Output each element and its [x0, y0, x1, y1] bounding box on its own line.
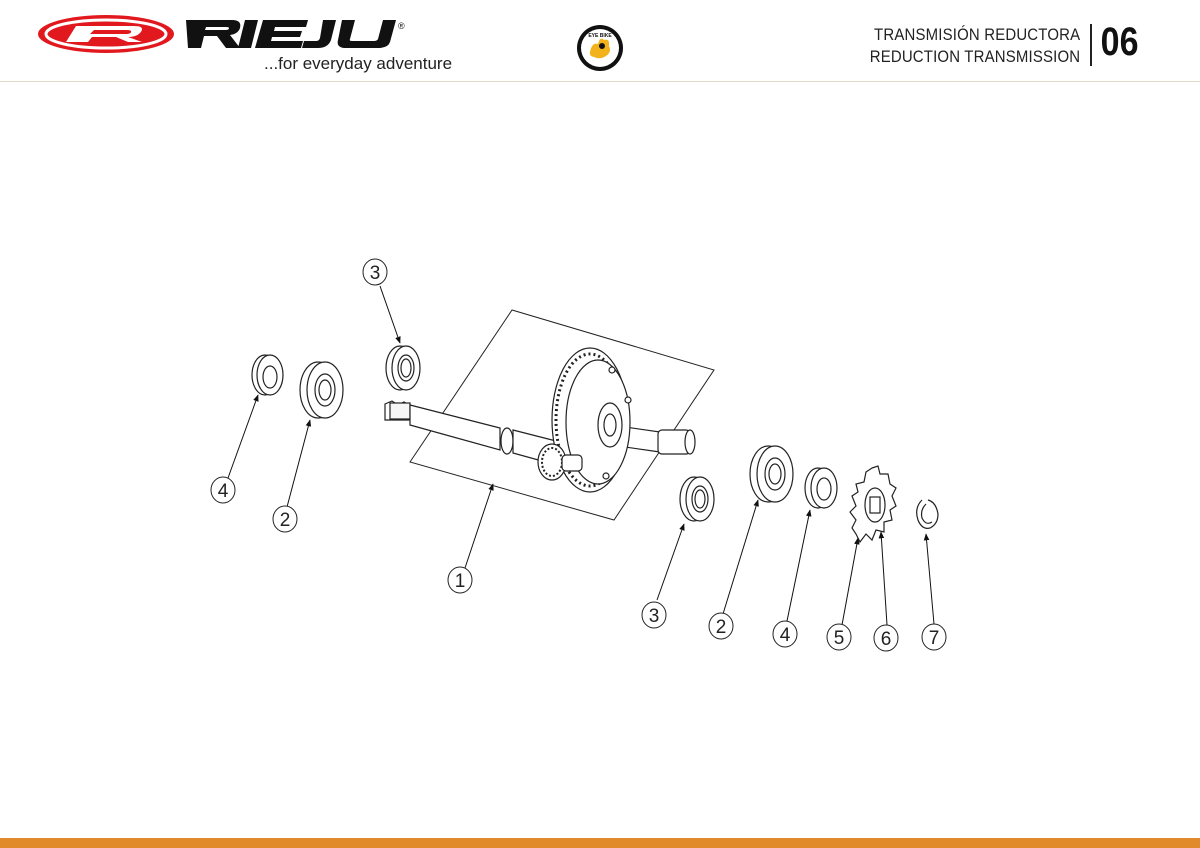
section-title-en: REDUCTION TRANSMISSION — [869, 47, 1080, 66]
leader-5 — [841, 537, 860, 626]
callout-label-2-right: 2 — [716, 617, 727, 638]
leader-6 — [878, 531, 888, 626]
eye-bike-badge-icon: EYE BIKE — [577, 25, 623, 71]
callout-bubble-3-bottom — [641, 601, 667, 629]
reduction-gear — [537, 347, 632, 493]
callout-bubble-4-left — [210, 476, 236, 504]
bearing-3-bottom — [679, 476, 715, 522]
callout-label-1: 1 — [455, 571, 466, 592]
leader-2-right — [722, 499, 759, 615]
circlip — [916, 499, 939, 529]
leader-2-left — [286, 419, 312, 508]
callout-bubble-7 — [921, 623, 947, 651]
callout-label-3-bottom: 3 — [649, 606, 660, 627]
seal-4-right — [804, 467, 838, 509]
callout-bubble-2-left — [272, 505, 298, 533]
brand-tagline: ...for everyday adventure — [264, 54, 453, 73]
callout-bubble-1 — [447, 566, 473, 594]
callout-label-3-top: 3 — [370, 263, 381, 284]
section-number: 06 — [1100, 20, 1138, 64]
shaft-assembly-frame — [409, 309, 715, 521]
callout-label-4-left: 4 — [218, 481, 229, 502]
leader-7 — [923, 533, 935, 625]
leader-4-left — [227, 394, 259, 479]
callout-bubble-6 — [873, 624, 899, 652]
exploded-parts-diagram: 3 4 2 1 3 2 4 5 6 7 — [210, 258, 947, 652]
footer-accent-bar — [0, 838, 1200, 848]
section-title-es: TRANSMISIÓN REDUCTORA — [873, 25, 1080, 44]
leader-3-bottom — [656, 523, 685, 601]
seal-4-left — [251, 354, 284, 396]
leader-4-right — [786, 509, 812, 622]
callout-bubble-4-right — [772, 620, 798, 648]
callout-bubble-5 — [826, 623, 852, 651]
callout-label-7: 7 — [929, 628, 940, 649]
callout-label-5: 5 — [834, 628, 845, 649]
header-divider — [0, 81, 1200, 82]
callout-label-4-right: 4 — [780, 625, 791, 646]
bearing-2-left — [299, 361, 344, 419]
rieju-logo: ® ...for everyday adventure — [36, 14, 466, 78]
leader-1 — [464, 483, 494, 569]
rieju-logo-icon: ® — [38, 15, 405, 53]
section-title: TRANSMISIÓN REDUCTORA REDUCTION TRANSMIS… — [869, 24, 1080, 68]
badge-text: EYE BIKE — [588, 33, 612, 39]
page-header: ® ...for everyday adventure EYE BIKE TRA… — [0, 0, 1200, 82]
callout-bubble-3-top — [362, 258, 388, 286]
svg-text:®: ® — [398, 21, 405, 31]
leader-3-top — [379, 285, 401, 344]
bearing-3-top — [385, 345, 421, 391]
callout-bubble-2-right — [708, 612, 734, 640]
title-divider — [1090, 24, 1092, 66]
bearing-2-right — [749, 445, 794, 503]
callout-label-6: 6 — [881, 629, 892, 650]
callout-label-2-left: 2 — [280, 510, 291, 531]
drive-sprocket — [849, 465, 897, 544]
